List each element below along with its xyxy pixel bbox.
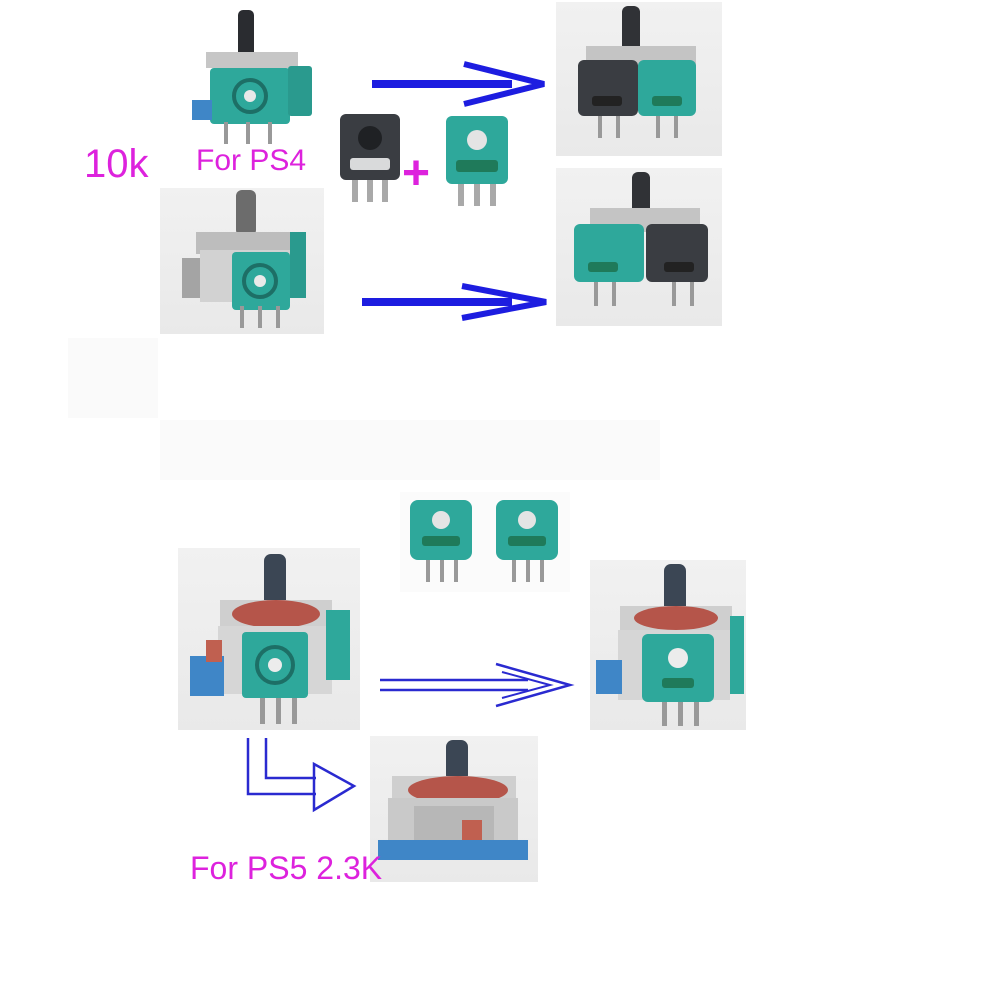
plus-sign: + <box>402 147 431 200</box>
right-outline-arrow-icon <box>380 662 575 708</box>
ps4-joystick-metal-photo <box>160 188 324 334</box>
ps5-label: For PS5 2.3K <box>190 850 383 886</box>
ps5-joystick-metal-photo <box>370 736 538 882</box>
resistance-label: 10k <box>84 142 149 186</box>
dark-potentiometer-photo <box>334 108 406 210</box>
result-joystick-photo-2 <box>556 168 722 326</box>
teal-potentiometer-pair-photo <box>400 492 570 592</box>
ps4-joystick-teal-photo <box>188 8 320 148</box>
ps5-result-joystick-photo <box>590 560 746 730</box>
background-panel <box>68 338 158 418</box>
result-joystick-photo-1 <box>556 2 722 156</box>
ps5-joystick-photo <box>178 548 360 730</box>
down-right-outline-arrow-icon <box>246 738 357 813</box>
background-panel <box>160 420 660 480</box>
right-arrow-icon <box>372 61 545 107</box>
ps4-label: For PS4 <box>196 144 307 177</box>
right-arrow-icon <box>362 283 547 321</box>
teal-potentiometer-photo <box>438 110 516 214</box>
